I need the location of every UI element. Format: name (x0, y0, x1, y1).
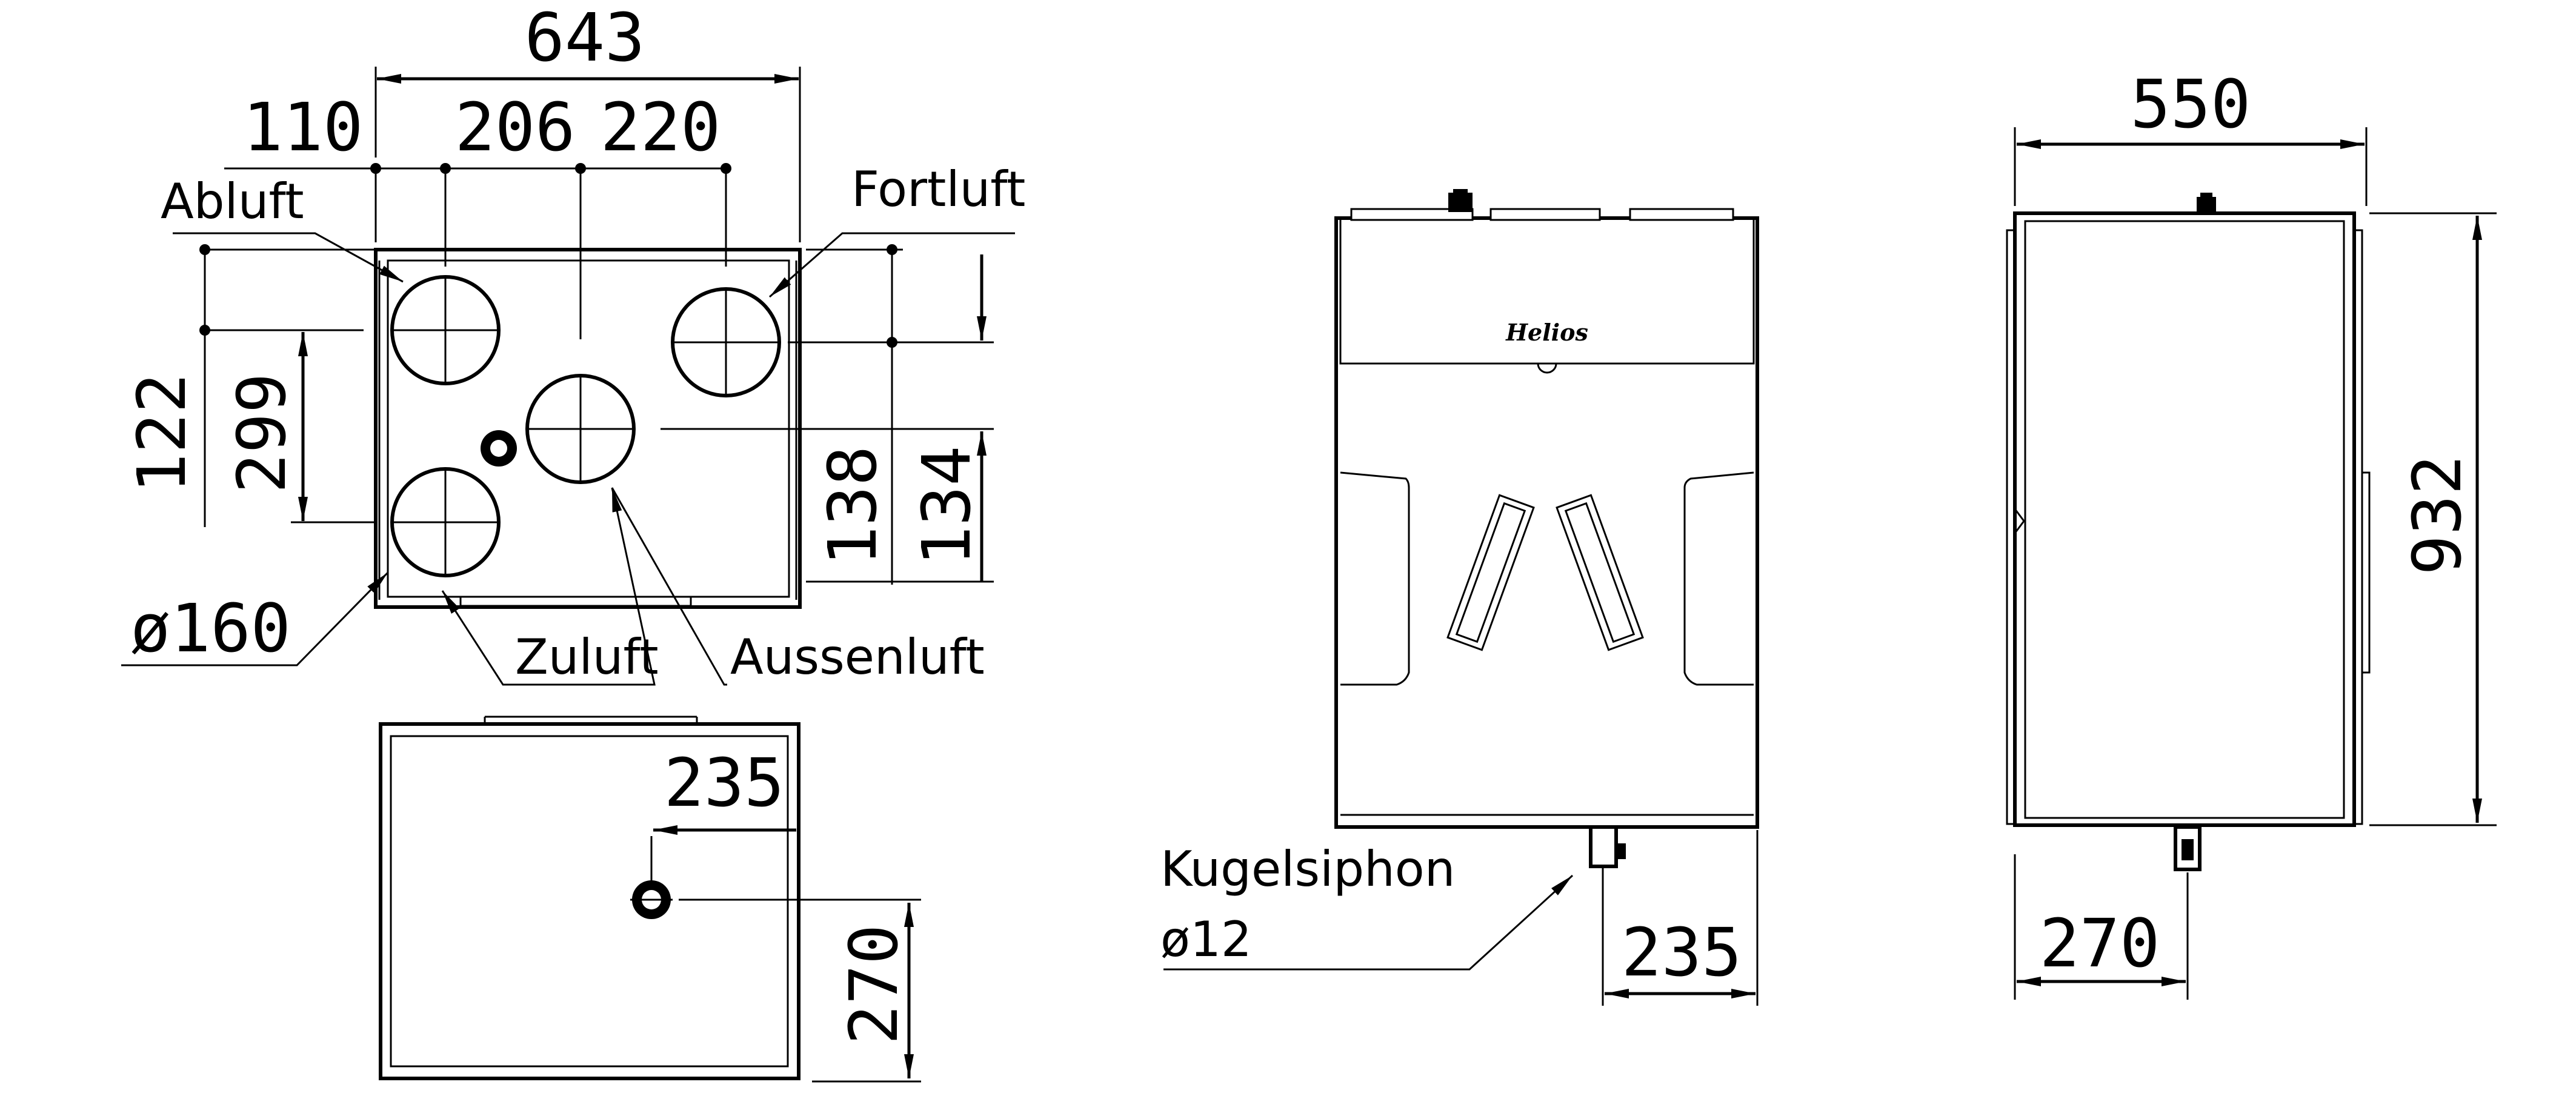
kugelsiphon-fitting-icon (1589, 825, 1626, 868)
callout-labels: Abluft Fortluft Zuluft Aussenluft Kugels… (161, 161, 1455, 968)
filter-handle-right (1556, 494, 1644, 651)
duct-aussenluft (525, 374, 636, 484)
dim-left-spacing: 299 (223, 373, 301, 494)
label-fortluft: Fortluft (851, 161, 1025, 218)
duct-zuluft (390, 467, 501, 577)
condensate-port-icon (481, 430, 517, 467)
side-view-housing (2013, 211, 2356, 827)
front-view-housing (1334, 216, 1759, 829)
duct-fortluft (671, 287, 781, 397)
bottom-view-housing (379, 722, 800, 1080)
bottom-view (379, 716, 921, 1083)
label-kugelsiphon: Kugelsiphon (1160, 841, 1455, 897)
dim-right-a: 138 (814, 446, 891, 566)
top-view (121, 67, 1015, 686)
label-aussenluft: Aussenluft (730, 629, 985, 685)
dim-spacing-b: 206 (455, 88, 576, 166)
dim-front-siphon-offset: 235 (1622, 914, 1742, 991)
duct-abluft (390, 275, 501, 385)
top-fitting-icon (1448, 189, 1473, 212)
label-abluft: Abluft (161, 173, 304, 230)
dim-right-b: 134 (908, 446, 985, 566)
side-view (2006, 127, 2497, 1000)
side-siphon-fitting-icon (2174, 825, 2202, 871)
front-view: Helios (1163, 189, 1759, 1006)
dim-spacing-c: 220 (601, 88, 721, 166)
side-top-fitting-icon (2197, 193, 2216, 215)
dim-bottom-offset-y: 270 (835, 925, 913, 1045)
dim-side-height: 932 (2398, 455, 2476, 576)
dim-bottom-offset-x: 235 (664, 744, 785, 822)
siphon-port-icon (630, 880, 673, 919)
label-zuluft: Zuluft (515, 629, 659, 685)
dimension-labels: 643 110 206 220 122 299 138 134 ø160 235… (123, 0, 2476, 1045)
dim-spacing-a: 110 (243, 88, 364, 166)
label-siphon-diameter: ø12 (1160, 911, 1252, 968)
brand-logo: Helios (1505, 319, 1588, 346)
dim-total-width: 643 (525, 0, 645, 76)
dim-side-siphon-offset: 270 (2040, 905, 2160, 982)
dim-side-width: 550 (2131, 65, 2251, 143)
filter-handle-left (1446, 494, 1535, 651)
top-view-bottom-strip (459, 596, 692, 607)
dim-left-top: 122 (123, 373, 201, 494)
dim-diameter: ø160 (130, 590, 291, 667)
